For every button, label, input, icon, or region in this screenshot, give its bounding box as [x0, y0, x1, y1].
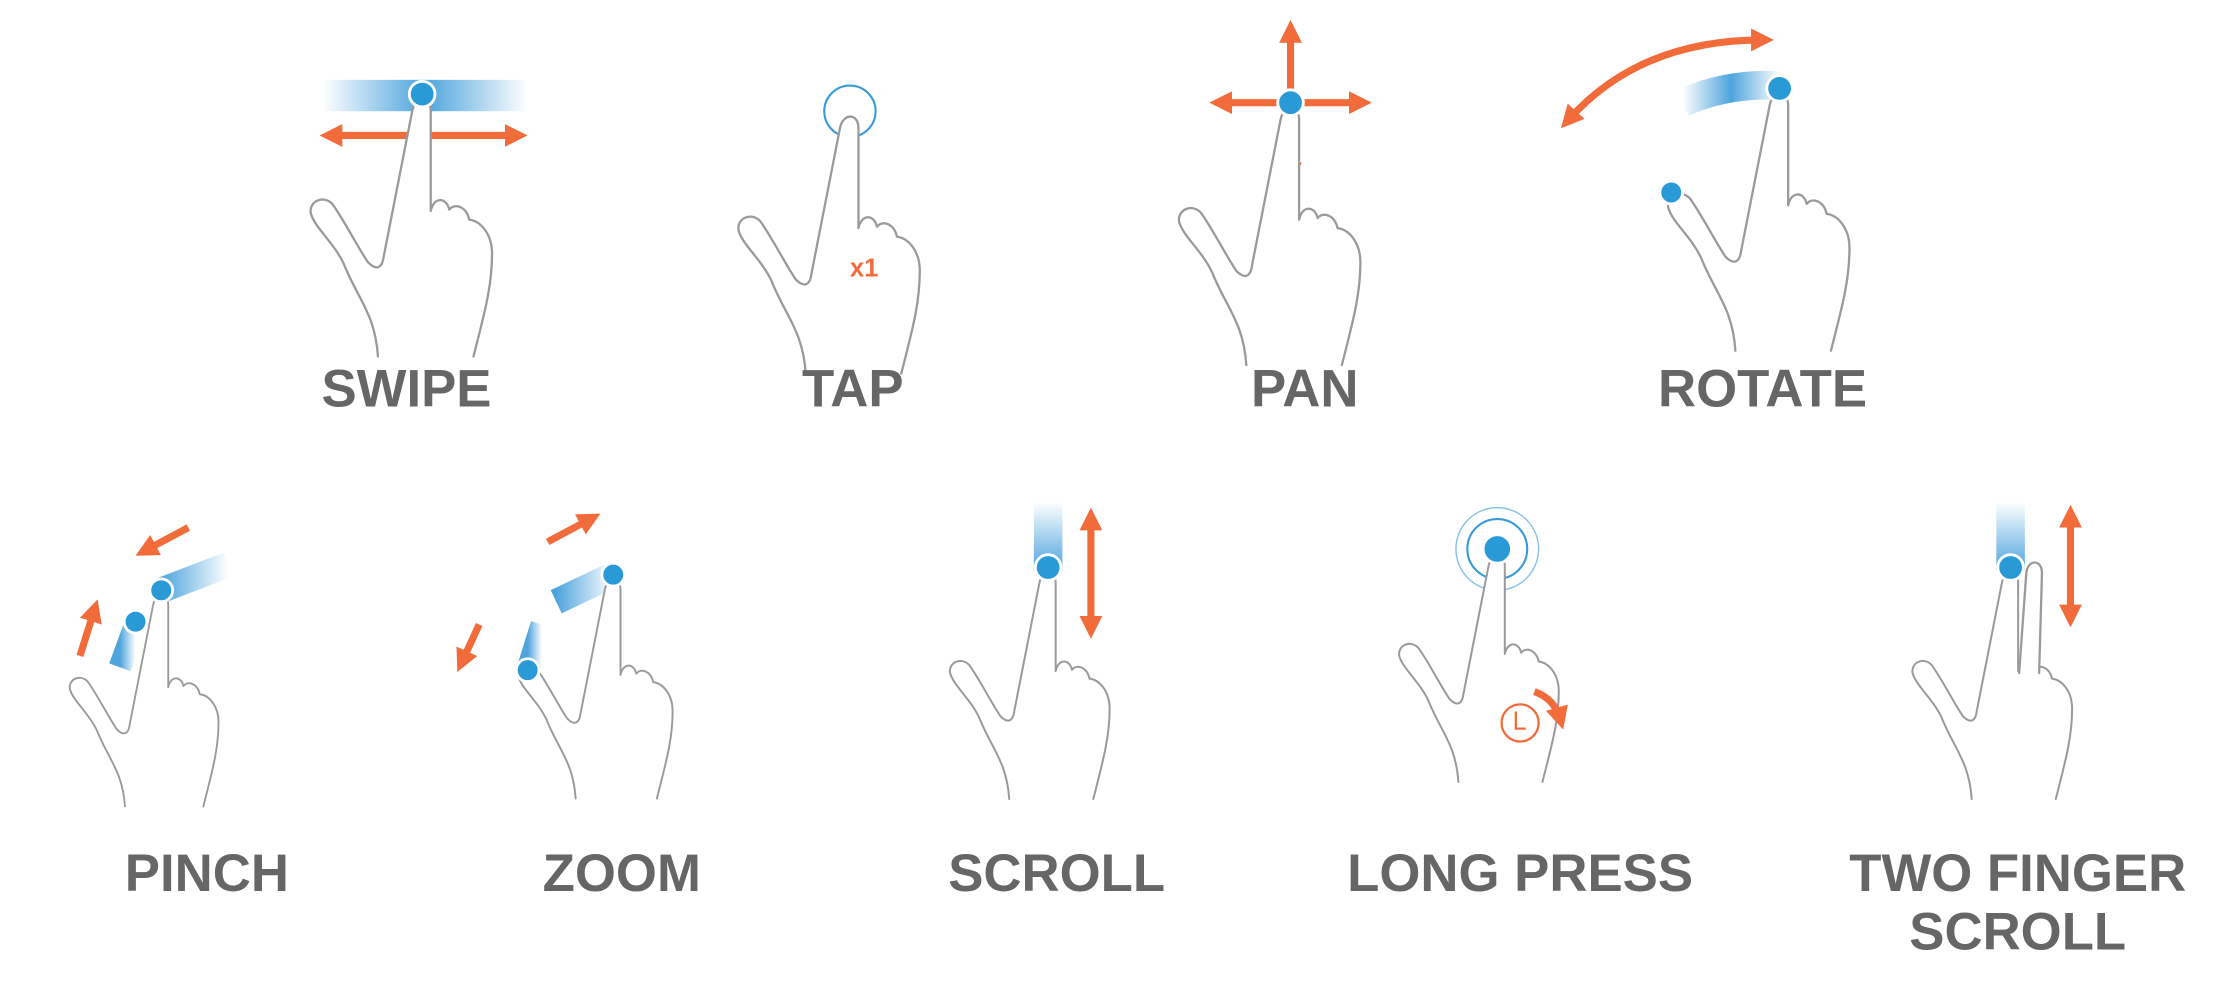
- scroll-gesture-icon: [948, 501, 1111, 801]
- hand-icon: [737, 115, 921, 375]
- arrow-icon: [135, 524, 191, 556]
- thumb-touch-point: [514, 657, 541, 683]
- hand-icon: [948, 571, 1111, 801]
- gesture-label-swipe: SWIPE: [321, 359, 491, 418]
- gesture-label-two-finger-scroll-line1: TWO FINGER: [1849, 844, 2186, 903]
- rotate-gesture-icon: [1560, 28, 1851, 352]
- gesture-label-scroll: SCROLL: [948, 844, 1165, 903]
- clock-icon: [1500, 703, 1540, 743]
- rotate-trail: [1676, 70, 1781, 116]
- touch-point: [600, 561, 627, 588]
- clockwise-arrow-icon: [1533, 688, 1568, 730]
- tap-gesture-icon: x1: [737, 84, 921, 375]
- touch-point: [1033, 553, 1063, 582]
- touch-point: [1276, 88, 1305, 117]
- pinch-gesture-icon: [68, 524, 233, 808]
- hand-icon: [1911, 571, 2074, 801]
- second-finger: [2018, 561, 2044, 675]
- arrow-icon: [456, 623, 483, 672]
- gesture-label-pan: PAN: [1251, 359, 1358, 418]
- hand-icon: [1666, 92, 1851, 352]
- thumb-touch-point: [1658, 179, 1685, 206]
- arrow-icon: [545, 513, 601, 545]
- touch-point: [1996, 553, 2025, 582]
- hand-icon: [1398, 554, 1560, 783]
- gesture-label-two-finger-scroll-line2: SCROLL: [1909, 903, 2126, 962]
- touch-point: [148, 577, 175, 604]
- gesture-label-rotate: ROTATE: [1658, 359, 1867, 418]
- touch-point: [1765, 74, 1794, 103]
- curved-double-arrow-icon: [1560, 28, 1774, 129]
- hand-icon: [517, 579, 674, 800]
- gesture-label-long-press: LONG PRESS: [1347, 844, 1693, 903]
- thumb-touch-point: [122, 608, 149, 635]
- long-press-gesture-icon: [1398, 506, 1568, 783]
- gesture-label-tap: TAP: [802, 359, 904, 418]
- touch-point: [407, 79, 437, 109]
- two-finger-scroll-gesture-icon: [1911, 501, 2082, 801]
- gesture-label-zoom: ZOOM: [543, 844, 701, 903]
- tap-count-badge: x1: [850, 255, 879, 283]
- hand-icon: [1177, 106, 1362, 367]
- touch-point: [1481, 533, 1513, 565]
- zoom-gesture-icon: [456, 513, 674, 800]
- swipe-gesture-icon: [309, 79, 528, 358]
- gesture-label-pinch: PINCH: [125, 844, 289, 903]
- pan-gesture-icon: [1177, 19, 1372, 367]
- arrow-icon: [76, 599, 102, 657]
